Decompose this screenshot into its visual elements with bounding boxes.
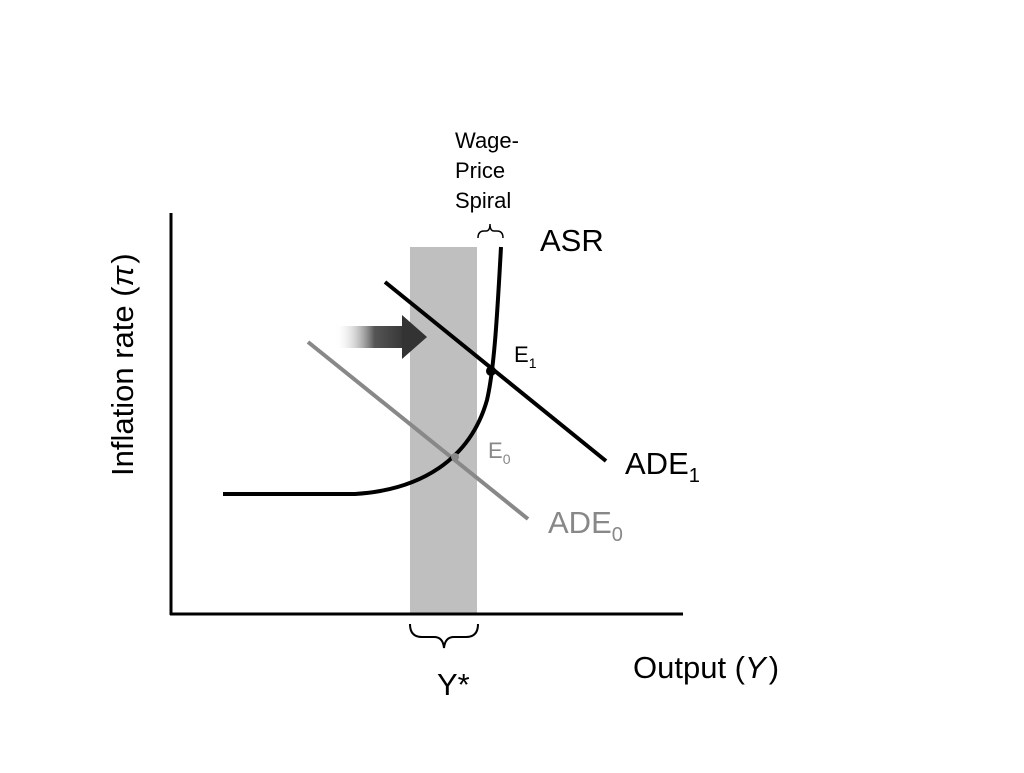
spiral-label-line1: Wage-: [455, 128, 519, 153]
e0-label: E0: [488, 438, 511, 467]
y-axis-label-text: Inflation rate (: [105, 286, 140, 476]
spiral-label-line2: Price: [455, 158, 505, 183]
x-axis-symbol: Y: [745, 650, 768, 685]
e1-point: [486, 366, 496, 376]
e0-label-main: E: [488, 438, 503, 463]
e1-label-main: E: [514, 342, 529, 367]
e1-label: E1: [514, 342, 537, 371]
x-axis-label-close: ): [769, 650, 779, 685]
e1-label-sub: 1: [529, 355, 537, 371]
asr-label: ASR: [540, 223, 604, 258]
ade1-label-sub: 1: [689, 465, 700, 487]
spiral-label-line3: Spiral: [455, 188, 511, 213]
x-axis-label-text: Output (: [633, 650, 746, 685]
y-axis-symbol: π: [105, 264, 140, 286]
ade0-label-sub: 0: [612, 524, 623, 546]
ade1-label-main: ADE: [625, 446, 689, 481]
ade0-line: [306, 340, 530, 521]
potential-output-label: Y*: [437, 667, 470, 702]
ade0-label: ADE0: [548, 505, 623, 546]
spiral-brace: [477, 223, 504, 239]
e0-label-sub: 0: [503, 451, 511, 467]
y-axis-label-close: ): [105, 253, 140, 263]
e0-point: [451, 453, 459, 461]
y-axis-label: Inflation rate (π): [105, 253, 140, 476]
asr-curve: [223, 246, 503, 496]
shift-arrow: [335, 315, 427, 359]
ade1-label: ADE1: [625, 446, 700, 487]
ade0-label-main: ADE: [548, 505, 612, 540]
potential-output-brace: [409, 623, 479, 649]
x-axis-label: Output (Y): [633, 650, 779, 685]
